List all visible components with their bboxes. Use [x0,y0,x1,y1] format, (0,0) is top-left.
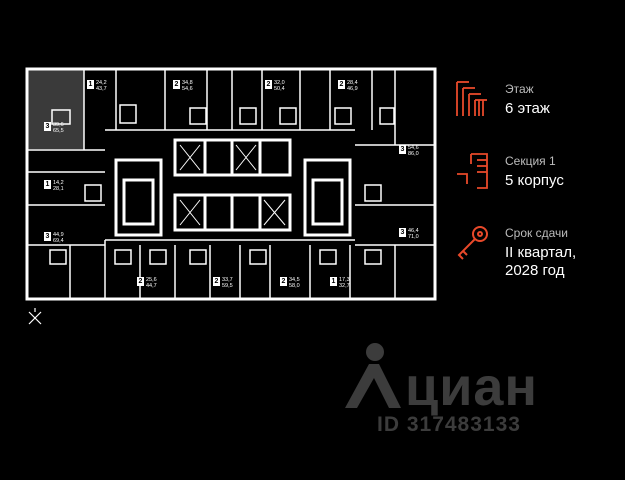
stair-core-left [114,158,163,237]
deadline-label: Срок сдачи [505,226,568,240]
key-icon [457,226,488,260]
stair-core-right [303,158,352,237]
section-icon [457,153,488,189]
highlighted-apartment[interactable] [27,69,84,149]
floor-icon [456,81,487,116]
floor-label: Этаж [505,82,534,96]
deadline-value: II квартал, 2028 год [505,244,577,279]
section-value: 5 корпус [505,172,564,189]
watermark-id: ID 317483133 [377,413,521,436]
section-label: Секция 1 [505,154,556,168]
cian-logo-icon [345,343,401,408]
compass-icon [28,308,42,325]
floor-value: 6 этаж [505,100,550,117]
watermark-brand: циан [405,357,539,417]
watermark: циан ID 317483133 [345,340,605,450]
outer-wall [25,67,437,301]
